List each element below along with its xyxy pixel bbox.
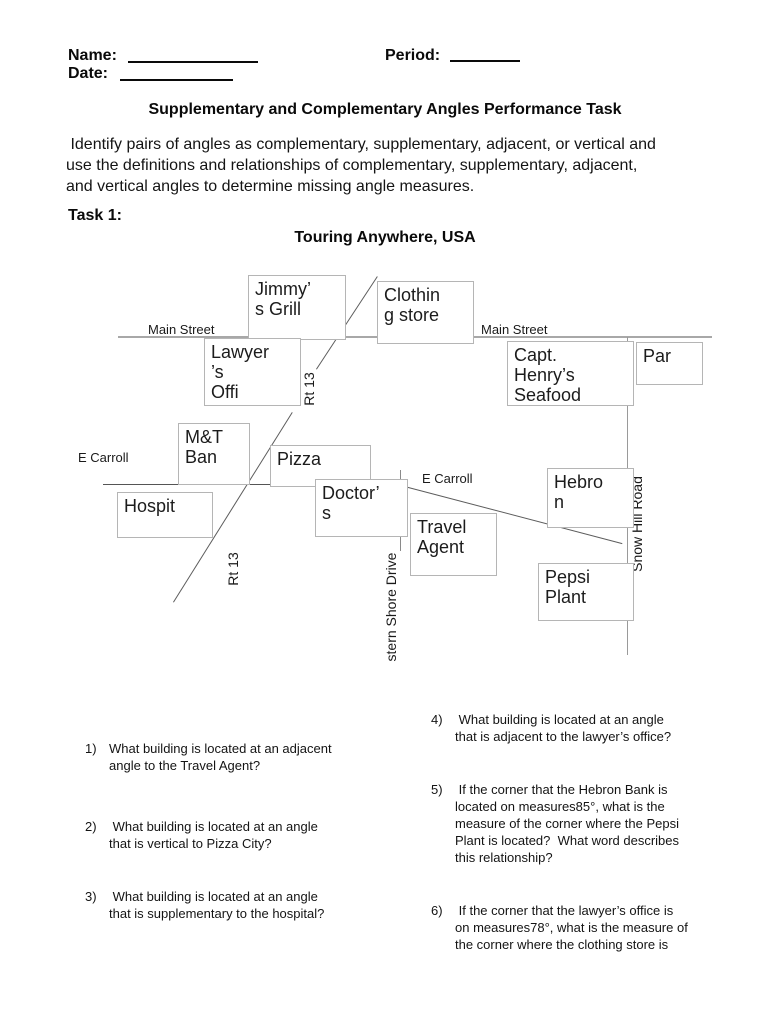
intro-paragraph: Identify pairs of angles as complementar… (66, 136, 656, 195)
question-4-number: 4) (431, 712, 443, 727)
main-street-label-right: Main Street (481, 322, 548, 337)
eastern-shore-drive-label: stern Shore Drive (383, 552, 399, 662)
question-3-text: What building is located at an angle tha… (109, 889, 325, 921)
question-5-number: 5) (431, 782, 443, 797)
question-6-number: 6) (431, 903, 443, 918)
question-4-text: What building is located at an angle tha… (455, 712, 672, 744)
question-2-text: What building is located at an angle tha… (109, 819, 318, 851)
building-hebron-bank: Hebro n (547, 468, 634, 528)
building-mt-bank: M&T Ban (178, 423, 250, 485)
e-carroll-label-right: E Carroll (422, 471, 473, 486)
question-2: 2) What building is located at an angle … (85, 818, 365, 852)
question-1-text: What building is located at an adjacent … (109, 741, 332, 773)
question-2-number: 2) (85, 819, 97, 834)
e-carroll-line (103, 484, 401, 485)
e-carroll-label-left: E Carroll (78, 450, 129, 465)
question-4: 4) What building is located at an angle … (431, 711, 711, 745)
building-jimmys-grill: Jimmy’ s Grill (248, 275, 346, 340)
question-3: 3) What building is located at an angle … (85, 888, 365, 922)
building-travel-agent: Travel Agent (410, 513, 497, 576)
worksheet-title: Supplementary and Complementary Angles P… (148, 101, 622, 118)
task-label: Task 1: (68, 207, 122, 224)
question-1-number: 1) (85, 741, 97, 756)
building-capt-henrys-seafood: Capt. Henry’s Seafood (507, 341, 634, 406)
date-label: Date: (68, 65, 109, 82)
question-6-text: If the corner that the lawyer’s office i… (455, 903, 688, 952)
date-blank-line (120, 79, 233, 81)
building-hospital: Hospit (117, 492, 213, 538)
question-3-number: 3) (85, 889, 97, 904)
building-pepsi-plant: Pepsi Plant (538, 563, 634, 621)
name-label: Name: (68, 47, 117, 64)
period-label: Period: (385, 47, 441, 64)
building-doctors: Doctor’ s (315, 479, 408, 537)
main-street-label-left: Main Street (148, 322, 215, 337)
building-lawyers-office: Lawyer ’s Offi (204, 338, 301, 406)
rt13-label-lower: Rt 13 (225, 552, 241, 586)
building-park: Par (636, 342, 703, 385)
question-5-text: If the corner that the Hebron Bank is lo… (455, 782, 680, 865)
period-blank-line (450, 60, 520, 62)
question-6: 6) If the corner that the lawyer’s offic… (431, 902, 711, 953)
rt13-label-upper: Rt 13 (301, 372, 317, 406)
map-title: Touring Anywhere, USA (294, 229, 476, 246)
building-clothing-store: Clothin g store (377, 281, 474, 344)
question-1: 1) What building is located at an adjace… (85, 740, 365, 774)
name-blank-line (128, 61, 258, 63)
question-5: 5) If the corner that the Hebron Bank is… (431, 781, 711, 866)
